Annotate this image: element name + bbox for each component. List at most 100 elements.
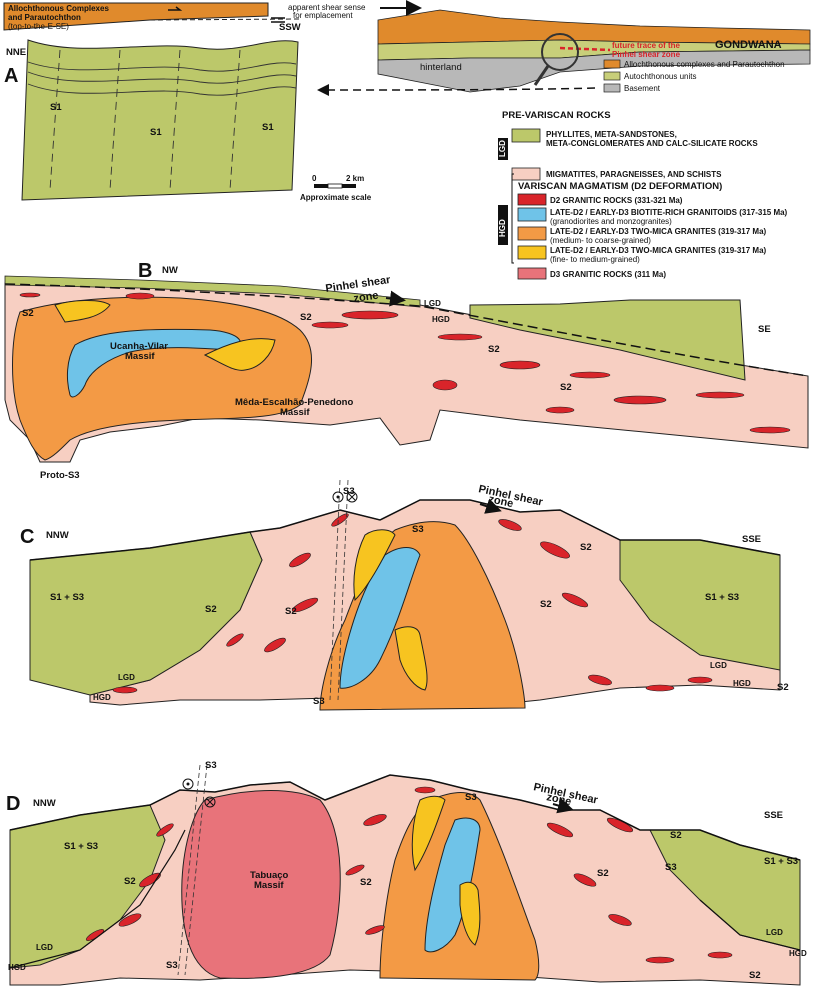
b-s2: S2 <box>488 344 500 355</box>
legend-biotite-1: LATE-D2 / EARLY-D3 BIOTITE-RICH GRANITOI… <box>550 208 788 217</box>
tabuaco-label-2: Massif <box>254 880 284 891</box>
shear-arrow-icon <box>168 6 183 11</box>
c-s2: S2 <box>205 604 217 615</box>
inset-legend: Allochthonous complexes and Parautochtho… <box>603 59 785 93</box>
shear-sense-2: for emplacement <box>293 11 353 20</box>
c-hgd: HGD <box>733 679 751 688</box>
future-trace-1: future trace of the <box>612 41 681 50</box>
label-se: SE <box>758 324 771 335</box>
b-lgd: LGD <box>424 299 441 308</box>
d-s2: S2 <box>670 830 682 841</box>
d-s2: S2 <box>749 970 761 981</box>
shear-sense-icon <box>271 17 285 23</box>
future-trace-2: Pinhel shear zone <box>612 50 681 59</box>
b-meda-massif <box>12 296 313 461</box>
legend-swatch <box>517 207 547 222</box>
b-fine-granite <box>54 300 111 323</box>
c-s1s3: S1 + S3 <box>50 592 84 603</box>
legend-phyllite-2: META-CONGLOMERATES AND CALC-SILICATE ROC… <box>546 139 758 148</box>
b-d2-lenses <box>19 292 791 434</box>
d-s2: S2 <box>360 877 372 888</box>
shear-line <box>149 18 301 21</box>
label-sse: SSE <box>742 534 761 545</box>
scale-zero: 0 <box>312 174 317 183</box>
c-d2-lenses <box>112 513 713 694</box>
alloch-label-1: Allochthonous Complexes <box>8 4 109 13</box>
legend-swatch <box>603 59 621 69</box>
label-nnw: NNW <box>46 530 69 541</box>
b-s2: S2 <box>300 312 312 323</box>
b-ucanha-massif <box>66 328 241 398</box>
zoom-arrow <box>317 83 596 96</box>
c-fine-granite <box>394 626 428 691</box>
panel-a-letter: A <box>4 65 18 87</box>
pinhel-label-2: zone <box>545 791 572 808</box>
legend-hgd: HGD <box>498 219 507 237</box>
c-s2: S2 <box>777 682 789 693</box>
gondwana-label: GONDWANA <box>715 39 782 51</box>
d-s3: S3 <box>665 862 677 873</box>
b-s2: S2 <box>22 308 34 319</box>
legend-phyllite-1: PHYLLITES, META-SANDSTONES, <box>546 130 677 139</box>
d-fine-granite <box>459 881 481 946</box>
inset-legend-label: Allochthonous complexes and Parautochtho… <box>624 60 785 69</box>
b-fine-granite <box>203 338 276 371</box>
meda-label-2: Massif <box>280 407 310 418</box>
s1-label: S1 <box>262 122 274 133</box>
d-lgd: LGD <box>36 943 53 952</box>
panel-c: C NNW SSE Pinhel shear zone S1 + S3 S1 +… <box>20 479 789 711</box>
panel-b-letter: B <box>138 260 152 282</box>
d-hgd: HGD <box>8 963 26 972</box>
d-hgd: HGD <box>789 949 807 958</box>
legend-swatch <box>603 83 621 93</box>
d-s3: S3 <box>205 760 217 771</box>
ucanha-label-1: Ucanha-Vilar <box>110 341 168 352</box>
alloch-label-3: (top-to-the-E-SE) <box>8 22 69 31</box>
legend-swatch <box>511 128 541 143</box>
legend-swatch <box>603 71 621 81</box>
legend-migmatite: MIGMATITES, PARAGNEISSES, AND SCHISTS <box>546 170 722 179</box>
legend-biotite-2: (granodiorites and monzogranites) <box>550 217 672 226</box>
legend-d3: D3 GRANITIC ROCKS (311 Ma) <box>550 270 666 279</box>
legend-fine-2: (fine- to medium-grained) <box>550 255 640 264</box>
legend-pre-variscan: PRE-VARISCAN ROCKS <box>502 110 611 121</box>
scale-bar: 0 2 km Approximate scale <box>300 174 372 202</box>
label-nw: NW <box>162 265 178 276</box>
main-legend: PRE-VARISCAN ROCKS LGD PHYLLITES, META-S… <box>498 110 788 280</box>
c-s3: S3 <box>313 696 325 707</box>
label-nnw: NNW <box>33 798 56 809</box>
legend-fine-1: LATE-D2 / EARLY-D3 TWO-MICA GRANITES (31… <box>550 246 767 255</box>
allochthonous-band <box>3 2 269 31</box>
c-lgd: LGD <box>118 673 135 682</box>
d-tabuaco-massif <box>181 790 341 979</box>
shear-sense-1: apparent shear sense <box>288 3 366 12</box>
legend-coarse-1: LATE-D2 / EARLY-D3 TWO-MICA GRANITES (31… <box>550 227 767 236</box>
c-s2: S2 <box>580 542 592 553</box>
meda-label-1: Mêda-Escalhão-Penedono <box>235 397 353 408</box>
panel-b: B NW SE Pinhel shear zone LGD HGD S2 S2 … <box>4 260 809 481</box>
scale-caption: Approximate scale <box>300 193 372 202</box>
d-s3: S3 <box>465 792 477 803</box>
label-sse: SSE <box>764 810 783 821</box>
legend-swatch <box>517 245 547 260</box>
label-ssw: SSW <box>279 22 301 33</box>
c-lgd: LGD <box>710 661 727 670</box>
ucanha-label-2: Massif <box>125 351 155 362</box>
s1-label: S1 <box>50 102 62 113</box>
d-fine-granite <box>411 795 446 872</box>
magnifier-icon <box>541 33 579 71</box>
panel-a-block <box>21 39 299 201</box>
tabuaco-label-1: Tabuaço <box>250 870 289 881</box>
inset-cross-section: GONDWANA hinterland future trace of the … <box>317 0 811 96</box>
inset-legend-label: Basement <box>624 84 661 93</box>
c-s1s3: S1 + S3 <box>705 592 739 603</box>
b-phyllite-se <box>469 299 746 381</box>
c-hgd: HGD <box>93 693 111 702</box>
d-s2: S2 <box>124 876 136 887</box>
d-biotite-granitoid <box>424 817 481 953</box>
legend-coarse-2: (medium- to coarse-grained) <box>550 236 651 245</box>
legend-swatch <box>517 193 547 206</box>
c-s2: S2 <box>285 606 297 617</box>
c-fine-granite <box>353 529 396 602</box>
